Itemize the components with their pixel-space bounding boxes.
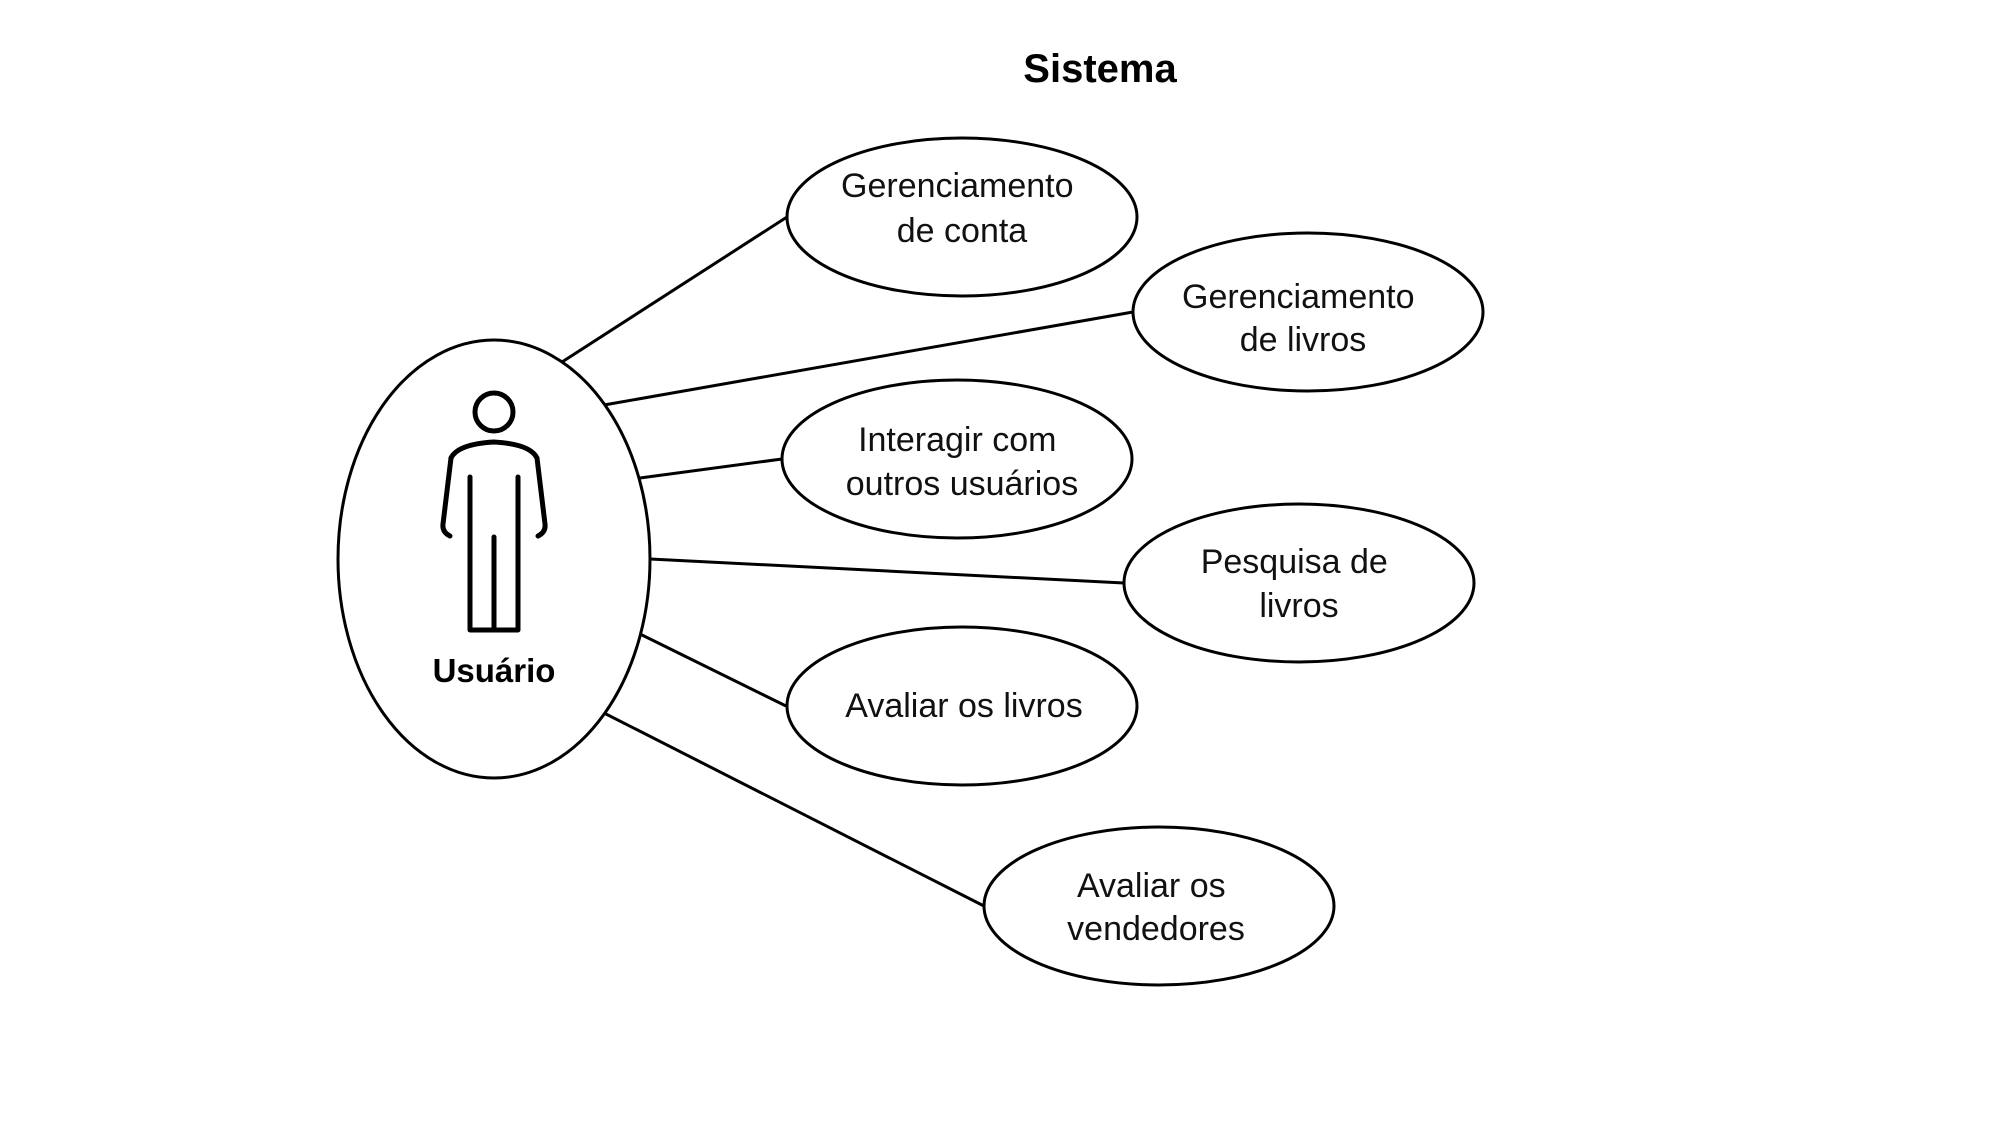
svg-text:Avaliar os livros: Avaliar os livros <box>845 687 1082 725</box>
system-title: Sistema <box>1023 47 1177 91</box>
use-case-ellipse <box>1122 502 1476 664</box>
svg-text:Gerenciamento de conta: Gerenciamento de conta <box>841 167 1083 250</box>
associations <box>561 215 1134 908</box>
person-icon <box>440 390 548 633</box>
actor-label: Usuário <box>433 652 556 689</box>
svg-text:Gerenciamento de livros: Gerenciamento de livros <box>1182 278 1424 359</box>
svg-text:Pesquisa de livros: Pesquisa de livros <box>1201 543 1398 625</box>
svg-text:Avaliar os vendedores: Avaliar os vendedores <box>1067 867 1245 948</box>
association-gerenciamento-de-conta <box>561 215 788 364</box>
use-case-label-line: livros <box>1259 587 1338 625</box>
use-case-label-line: Avaliar os livros <box>845 687 1082 725</box>
use-case-avaliar-os-vendedores[interactable]: Avaliar os vendedores <box>982 825 1336 987</box>
use-case-ellipse <box>1131 231 1485 393</box>
use-case-label-line: Pesquisa de <box>1201 543 1388 581</box>
use-case-label-line: Avaliar os <box>1077 867 1226 905</box>
association-avaliar-os-livros <box>639 632 787 708</box>
association-interagir-com-outros-usuarios <box>639 457 783 480</box>
use-case-label-line: de conta <box>897 212 1028 250</box>
use-case-label-line: Gerenciamento <box>1182 278 1414 316</box>
use-case-label-line: Interagir com <box>858 421 1056 459</box>
use-case-avaliar-os-livros[interactable]: Avaliar os livros <box>785 625 1139 787</box>
use-case-ellipse <box>785 625 1139 787</box>
use-case-ellipse <box>780 378 1134 540</box>
use-case-ellipse <box>982 825 1336 987</box>
svg-text:Interagir com outros usu: Interagir com outros usuários <box>846 421 1078 503</box>
use-case-label-line: de livros <box>1240 321 1367 359</box>
association-gerenciamento-de-livros <box>603 310 1134 407</box>
use-case-label-line: vendedores <box>1067 910 1245 948</box>
association-avaliar-os-vendedores <box>603 711 985 908</box>
use-case-ellipse <box>785 136 1139 298</box>
use-case-label-line: outros usuários <box>846 465 1078 503</box>
use-case-interagir-com-outros-usuarios[interactable]: Interagir com outros usuários <box>780 378 1134 540</box>
use-case-gerenciamento-de-livros[interactable]: Gerenciamento de livros <box>1131 231 1485 393</box>
use-case-pesquisa-de-livros[interactable]: Pesquisa de livros <box>1122 502 1476 664</box>
actor[interactable]: Usuário <box>336 338 652 780</box>
association-pesquisa-de-livros <box>649 557 1125 585</box>
use-case-label-line: Gerenciamento <box>841 167 1073 205</box>
use-case-gerenciamento-de-conta[interactable]: Gerenciamento de conta <box>785 136 1139 298</box>
